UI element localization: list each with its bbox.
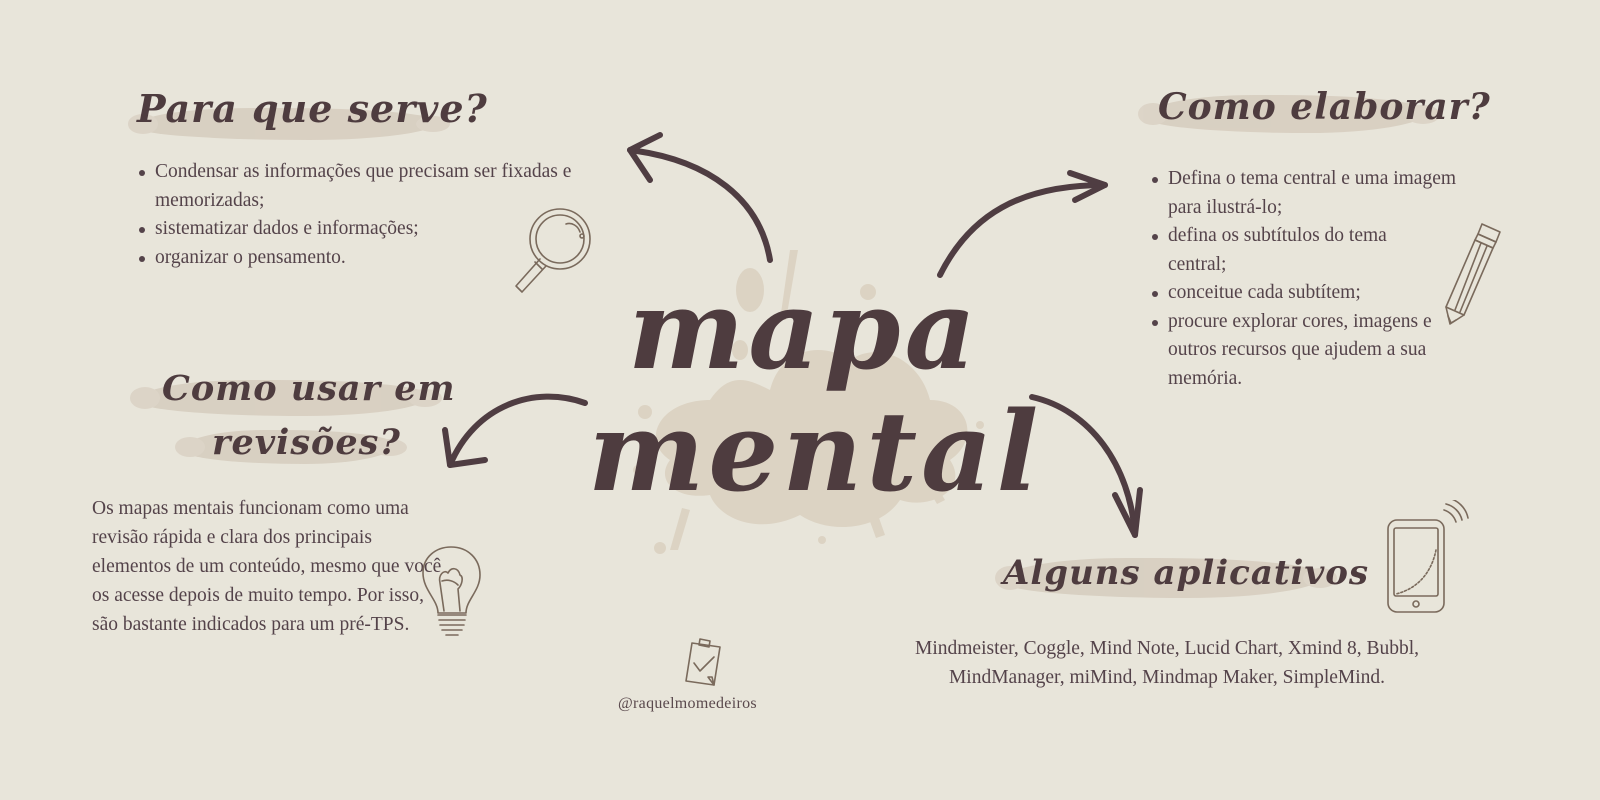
heading-revision-line1: Como usar em [162,368,456,409]
clipboard-check-icon [685,638,721,686]
list-item: Defina o tema central e uma imagem para … [1150,165,1480,222]
purpose-list: Condensar as informações que precisam se… [137,158,607,272]
center-title-line2: mental [588,387,1043,516]
author-credit: @raquelmomedeiros [618,695,757,712]
arrow-to-purpose [627,132,773,263]
list-item: procure explorar cores, imagens e outros… [1150,308,1470,394]
list-item: defina os subtítulos do tema central; [1150,222,1440,279]
arrow-to-how-to-make [937,170,1108,278]
list-item: conceitue cada subtítem; [1150,279,1480,308]
pencil-icon [1445,223,1501,325]
center-title-line1: mapa [628,265,980,394]
how-to-make-list: Defina o tema central e uma imagem para … [1150,165,1480,393]
list-item: organizar o pensamento. [137,244,607,273]
heading-brush-purpose [128,108,450,140]
list-item: sistematizar dados e informações; [137,215,607,244]
list-item: Condensar as informações que precisam se… [137,158,597,215]
heading-brush-revision-2 [175,430,407,464]
heading-purpose: Para que serve? [137,86,488,131]
heading-how-to-make: Como elaborar? [1158,86,1491,128]
heading-revision-line2: revisões? [212,422,401,463]
heading-brush-apps [995,558,1337,598]
heading-brush-revision-1 [130,380,442,416]
apps-text: Mindmeister, Coggle, Mind Note, Lucid Ch… [914,638,1419,688]
heading-brush-how-to-make [1138,95,1440,133]
magnifying-glass-icon [515,208,591,293]
ink-splash [633,250,984,554]
arrow-to-revision [442,393,588,468]
heading-apps: Alguns aplicativos [1003,553,1370,593]
arrow-to-apps [1029,394,1143,538]
lightbulb-icon [422,546,481,636]
smartphone-icon [1387,500,1469,613]
revision-text: Os mapas mentais funcionam como uma revi… [92,498,442,635]
